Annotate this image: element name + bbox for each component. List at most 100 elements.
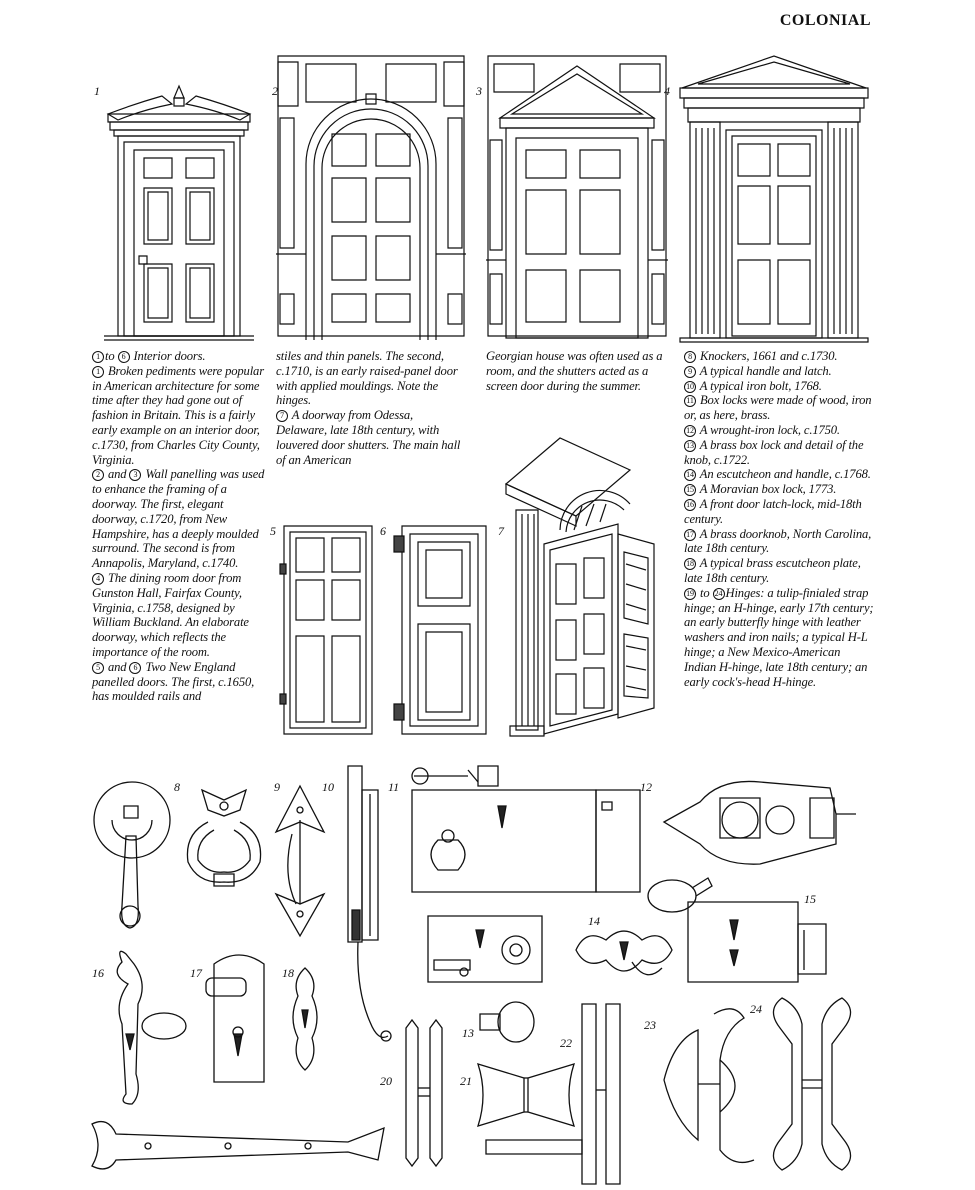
caption-number: 6 — [117, 351, 130, 363]
escutcheon-handle-illustration — [566, 920, 682, 986]
caption-text: Knockers, 1661 and c.1730. — [697, 349, 838, 363]
figure-number: 14 — [588, 914, 600, 928]
figure-number: 4 — [664, 84, 670, 98]
iron-bolt-illustration — [340, 760, 394, 1048]
figure-number: 11 — [388, 780, 400, 794]
figure-number: 20 — [380, 1074, 392, 1088]
caption-number: 4 — [92, 572, 104, 585]
caption-number: 7 — [276, 410, 288, 423]
figure-number: 10 — [322, 780, 334, 794]
caption-sep: and — [108, 659, 127, 674]
caption-text: A doorway from Odessa, Delaware, late 18… — [276, 408, 461, 467]
caption-sep: to — [105, 349, 115, 363]
section-title: COLONIAL — [779, 12, 871, 29]
caption-number: 8 — [684, 351, 696, 363]
caption-text: A typical handle and latch. — [697, 363, 832, 378]
caption-text: Interior doors. — [130, 349, 206, 363]
figure-number: 9 — [274, 780, 280, 794]
figure-number: 15 — [804, 892, 816, 906]
caption-text: A wrought-iron lock, c.1750. — [697, 422, 840, 437]
caption-column-2: stiles and thin panels. The second, c.17… — [276, 349, 466, 467]
door-1-broken-pediment-illustration — [104, 84, 254, 342]
h-hinge-early-illustration — [400, 1018, 448, 1168]
figure-number: 21 — [460, 1074, 472, 1088]
figure-number: 13 — [462, 1026, 474, 1040]
caption-text: stiles and thin panels. The second, c.17… — [276, 349, 458, 408]
caption-number: 16 — [684, 498, 696, 511]
caption-text: A typical brass escutcheon plate, late 1… — [684, 556, 861, 585]
door-4-gunston-hall-illustration — [676, 54, 872, 344]
caption-number: 24 — [712, 587, 725, 600]
caption-text: Box locks were made of wood, iron or, as… — [684, 393, 872, 423]
front-door-latch-lock-illustration — [108, 944, 188, 1108]
caption-text: A brass doorknob, North Carolina, late 1… — [684, 526, 872, 556]
caption-text: A front door latch-lock, mid-18th centur… — [684, 496, 862, 526]
caption-number: 10 — [684, 380, 696, 393]
door-7-odessa-louvered-illustration — [500, 434, 670, 740]
caption-number: 6 — [129, 661, 142, 674]
caption-number: 15 — [684, 484, 696, 497]
knocker-stirrup-illustration — [178, 786, 270, 896]
caption-number: 14 — [684, 469, 696, 482]
caption-number: 2 — [92, 469, 104, 482]
caption-text: Broken pediments were popular in America… — [92, 363, 264, 467]
caption-text: Two New England panelled doors. The firs… — [92, 659, 255, 704]
caption-text: Hinges: a tulip-finialed strap hinge; an… — [684, 585, 874, 689]
caption-text: A Moravian box lock, 1773. — [697, 482, 837, 497]
wrought-iron-lock-illustration — [660, 774, 860, 870]
figure-number: 22 — [560, 1036, 572, 1050]
brass-box-lock-small-illustration — [424, 912, 544, 986]
figure-number: 24 — [750, 1002, 762, 1016]
caption-number: 3 — [129, 469, 142, 482]
caption-text: Georgian house was often used as a room,… — [486, 349, 663, 393]
caption-number: 9 — [684, 365, 696, 378]
caption-number: 19 — [684, 587, 696, 600]
new-mexico-h-hinge-illustration — [654, 1000, 764, 1172]
figure-number: 16 — [92, 966, 104, 980]
figure-number: 18 — [282, 966, 294, 980]
caption-text: The dining room door from Gunston Hall, … — [92, 570, 249, 659]
caption-text: Wall panelling was used to enhance the f… — [92, 467, 265, 571]
caption-text: A typical iron bolt, 1768. — [697, 378, 822, 393]
figure-number: 5 — [270, 524, 276, 538]
caption-number: 12 — [684, 424, 696, 437]
caption-column-4: 8 Knockers, 1661 and c.1730. 9 A typical… — [684, 349, 874, 689]
door-6-raised-panel-illustration — [392, 524, 492, 738]
caption-number: 5 — [92, 661, 104, 674]
moravian-box-lock-illustration — [684, 890, 830, 986]
figure-number: 6 — [380, 524, 386, 538]
caption-text: An escutcheon and handle, c.1768. — [697, 467, 871, 482]
caption-number: 13 — [684, 439, 696, 452]
brass-box-lock-illustration — [408, 762, 644, 896]
brass-escutcheon-plate-illustration — [288, 966, 322, 1072]
brass-knob-illustration — [646, 866, 716, 916]
caption-number: 11 — [684, 395, 696, 408]
caption-number: 1 — [92, 365, 104, 378]
figure-number: 12 — [640, 780, 652, 794]
handle-latch-illustration — [272, 784, 328, 940]
box-lock-knob-detail-illustration — [476, 1000, 536, 1046]
caption-number: 18 — [684, 558, 696, 571]
door-3-triangular-pediment-illustration — [486, 54, 668, 340]
figure-number: 23 — [644, 1018, 656, 1032]
figure-number: 1 — [94, 84, 100, 98]
figure-number: 2 — [272, 84, 278, 98]
door-2-arched-panelled-illustration — [276, 54, 466, 340]
butterfly-hinge-illustration — [474, 1060, 578, 1130]
tulip-strap-hinge-illustration — [88, 1114, 388, 1176]
door-5-new-england-panelled-illustration — [280, 524, 376, 738]
caption-sep: to — [700, 585, 710, 600]
cocks-head-h-hinge-illustration — [762, 994, 862, 1174]
figure-number: 7 — [498, 524, 504, 538]
figure-number: 3 — [476, 84, 482, 98]
caption-number: 17 — [684, 528, 696, 541]
caption-number: 1 — [92, 351, 104, 363]
figure-number: 8 — [174, 780, 180, 794]
caption-text: A brass box lock and detail of the knob,… — [684, 437, 864, 467]
brass-doorknob-plate-illustration — [206, 950, 272, 1088]
caption-column-3: Georgian house was often used as a room,… — [486, 349, 670, 393]
h-l-hinge-illustration — [486, 1000, 626, 1186]
caption-sep: and — [108, 467, 127, 482]
figure-number: 17 — [190, 966, 202, 980]
